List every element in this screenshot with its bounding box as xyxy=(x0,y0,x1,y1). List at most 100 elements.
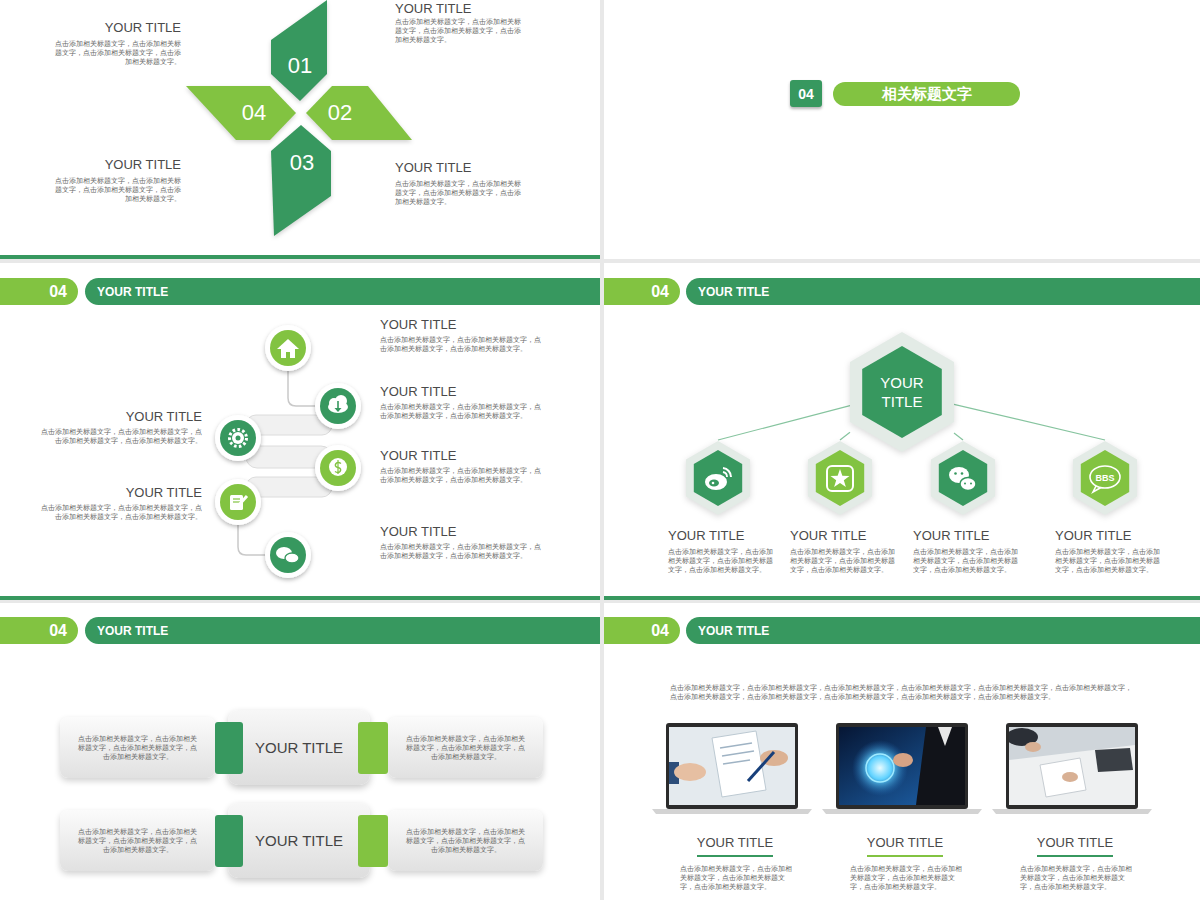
photo-meeting xyxy=(1025,742,1041,752)
slide-panels xyxy=(0,603,600,900)
label-box: 点击添加相关标题文字，点击添加相关标题文字，点击添加相关标题文字，点击添加相关标… xyxy=(395,179,521,206)
label-box: YOUR TITLE xyxy=(855,835,955,851)
home-icon xyxy=(277,339,299,358)
node-text: 点击添加相关标题文字，点击添加相关标题文字，点击添加相关标题文字，点击添加相关标… xyxy=(403,734,528,761)
connector-line xyxy=(718,406,850,440)
body-text: 点击添加相关标题文字，点击添加相关标题文字，点击添加相关标题文字，点击添加相关标… xyxy=(850,864,964,891)
gear-icon xyxy=(232,432,244,444)
arrow-outline xyxy=(271,0,327,101)
wechat-icon xyxy=(970,483,972,485)
photo-contract xyxy=(712,731,766,797)
text-card: 点击添加相关标题文字，点击添加相关标题文字，点击添加相关标题文字，点击添加相关标… xyxy=(60,810,215,871)
hexagon-outline xyxy=(808,441,872,515)
money-icon xyxy=(329,458,347,476)
node-text: 04 xyxy=(242,101,266,125)
node-text: 点击添加相关标题文字，点击添加相关标题文字，点击添加相关标题文字，点击添加相关标… xyxy=(1055,547,1161,574)
text-card: 点击添加相关标题文字，点击添加相关标题文字，点击添加相关标题文字，点击添加相关标… xyxy=(388,810,543,871)
title-text: YOUR TITLE xyxy=(40,409,202,425)
qzone-icon xyxy=(831,469,850,487)
flow-chain xyxy=(288,370,318,406)
icon-circle xyxy=(220,420,256,456)
center-hexagon: YOUR TITLE xyxy=(850,332,954,452)
connector-line xyxy=(840,432,850,440)
title-text: YOUR TITLE xyxy=(55,20,181,36)
edit-icon xyxy=(233,498,240,499)
chat-icon xyxy=(276,547,299,563)
node-text: 03 xyxy=(290,151,314,175)
arrow-outline xyxy=(186,86,296,140)
node-text: 相关标题文字 xyxy=(882,85,972,104)
paragraph-text: 点击添加相关标题文字，点击添加相关标题文字，点击添加相关标题文字，点击添加相关标… xyxy=(670,683,1136,701)
label-box: YOUR TITLE xyxy=(380,384,542,400)
arrow-outline xyxy=(186,86,296,140)
body-text: 点击添加相关标题文字，点击添加相关标题文字，点击添加相关标题文字，点击添加相关标… xyxy=(40,427,202,445)
node-text: 01 xyxy=(288,54,312,78)
title-text: YOUR TITLE xyxy=(380,524,542,540)
photo-meeting xyxy=(1009,745,1135,805)
chat-icon xyxy=(285,553,299,563)
label-box: YOUR TITLE xyxy=(55,157,181,173)
header-title-bar: YOUR TITLE xyxy=(686,617,1200,644)
photo-touch xyxy=(916,727,965,805)
icon-circle xyxy=(265,532,311,578)
label-box: 点击添加相关标题文字，点击添加相关标题文字，点击添加相关标题文字，点击添加相关标… xyxy=(380,402,542,420)
node-text: 点击添加相关标题文字，点击添加相关标题文字，点击添加相关标题文字，点击添加相关标… xyxy=(790,547,896,574)
label-box: 点击添加相关标题文字，点击添加相关标题文字，点击添加相关标题文字，点击添加相关标… xyxy=(670,683,1136,701)
gear-icon xyxy=(230,430,247,447)
wechat-icon xyxy=(949,467,976,491)
body-text: 点击添加相关标题文字，点击添加相关标题文字，点击添加相关标题文字，点击添加相关标… xyxy=(380,335,542,353)
node-text: YOUR TITLE xyxy=(871,373,933,411)
icon-circle xyxy=(315,445,361,491)
node-text: 04 xyxy=(49,622,67,640)
hexagon-outline xyxy=(802,440,878,516)
body-text: 点击添加相关标题文字，点击添加相关标题文字，点击添加相关标题文字，点击添加相关标… xyxy=(395,179,521,206)
label-box: YOUR TITLE xyxy=(380,524,542,540)
title-text: YOUR TITLE xyxy=(685,835,785,851)
hexagon-outline xyxy=(862,346,942,438)
qzone-icon xyxy=(827,466,853,491)
header-number-tab: 04 xyxy=(604,617,680,644)
header-title-bar: YOUR TITLE xyxy=(85,617,600,644)
icon-circle xyxy=(220,484,256,520)
arrow-shape: 03 xyxy=(271,125,331,236)
arrow-outline xyxy=(306,86,412,140)
wechat-icon xyxy=(960,478,976,491)
hexagon-outline xyxy=(816,450,864,506)
card-tab xyxy=(215,815,243,867)
cloud-icon xyxy=(335,408,342,412)
label-box: YOUR TITLE xyxy=(395,160,521,176)
laptop-frame xyxy=(652,723,1152,814)
body-text: 点击添加相关标题文字，点击添加相关标题文字，点击添加相关标题文字，点击添加相关标… xyxy=(395,17,521,44)
title-card: YOUR TITLE xyxy=(228,710,370,785)
slide-panels xyxy=(604,263,1200,600)
photo-touch xyxy=(893,753,913,767)
weibo-icon xyxy=(712,482,715,485)
icon-circle xyxy=(320,450,356,486)
wechat-icon xyxy=(949,467,969,483)
body-text: 点击添加相关标题文字，点击添加相关标题文字，点击添加相关标题文字，点击添加相关标… xyxy=(380,402,542,420)
photo-meeting xyxy=(1062,772,1078,782)
body-text: 点击添加相关标题文字，点击添加相关标题文字，点击添加相关标题文字，点击添加相关标… xyxy=(55,39,181,66)
hexagon-outline xyxy=(931,441,995,515)
photo-touch xyxy=(938,727,952,746)
node-text: YOUR TITLE xyxy=(698,285,769,299)
laptop-frame xyxy=(666,723,798,809)
hexagon-outline xyxy=(939,450,987,506)
label-box: YOUR TITLE xyxy=(55,20,181,36)
icon-hexagon: YOUR TITLE点击添加相关标题文字，点击添加相关标题文字，点击添加相关标题… xyxy=(668,440,778,574)
label-box: YOUR TITLE xyxy=(685,835,785,851)
weibo-icon xyxy=(723,472,727,477)
hexagon-outline xyxy=(694,450,742,506)
body-text: 点击添加相关标题文字，点击添加相关标题文字，点击添加相关标题文字，点击添加相关标… xyxy=(55,176,181,203)
title-text: YOUR TITLE xyxy=(395,160,521,176)
section-number-box: 04 xyxy=(790,80,822,107)
node-text: 点击添加相关标题文字，点击添加相关标题文字，点击添加相关标题文字，点击添加相关标… xyxy=(75,827,200,854)
label-box: YOUR TITLE xyxy=(1025,835,1125,851)
hexagon-outline xyxy=(1073,441,1137,515)
photo-meeting xyxy=(1095,748,1133,772)
title-underline xyxy=(697,855,1113,857)
arrow-outline xyxy=(271,125,331,236)
photo-touch xyxy=(839,727,965,805)
